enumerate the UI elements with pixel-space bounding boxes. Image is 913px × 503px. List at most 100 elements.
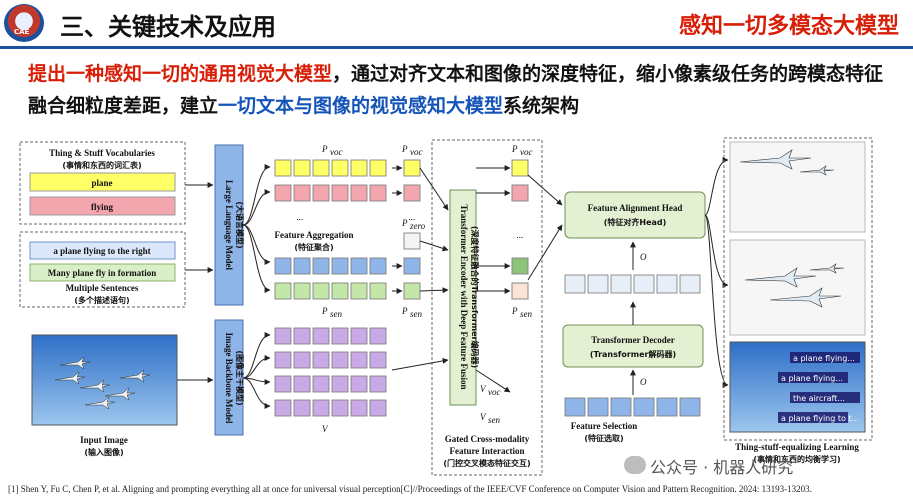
- selected-token: [679, 397, 701, 417]
- sen-token-blue: [312, 257, 330, 275]
- query-tokens: [564, 274, 701, 294]
- v-label-1: V: [322, 424, 329, 434]
- pvoc-label-2: P: [401, 144, 408, 154]
- watermark: 公众号 · 机器人研究: [650, 458, 794, 477]
- voc-token-pink: [312, 184, 330, 202]
- header-divider: [0, 46, 913, 49]
- intro-text: 提出一种感知一切的通用视觉大模型，通过对齐文本和图像的深度特征，缩小像素级任务的…: [28, 58, 898, 122]
- output-caption: Thing-stuff-equalizing Learning: [735, 442, 859, 452]
- voc-token-yellow: [274, 159, 292, 177]
- output-plane-1-icon: [739, 149, 835, 176]
- query-token: [610, 274, 632, 294]
- voc-token-pink: [331, 184, 349, 202]
- voc-token-yellow: [312, 159, 330, 177]
- sentence-1-box: [29, 241, 176, 260]
- visual-token: [274, 375, 292, 393]
- voc-token-pink: [350, 184, 368, 202]
- input-image-label: Input Image: [80, 435, 128, 445]
- visual-token: [312, 351, 330, 369]
- pvoc-sub-2: voc: [410, 147, 423, 157]
- query-token: [679, 274, 701, 294]
- llm-box: [214, 144, 244, 306]
- visual-token: [331, 327, 349, 345]
- sentences-title-cn: (多个描述语句): [74, 295, 129, 305]
- detection-tag: a plane flying...: [781, 374, 843, 383]
- llm-label-cn: (大语言模型): [235, 201, 245, 248]
- enc-out-green: [511, 257, 529, 275]
- section-title: 三、关键技术及应用: [60, 13, 276, 41]
- selected-token: [587, 397, 609, 417]
- alignment-head-box: [564, 191, 706, 239]
- feature-aggregation-label-cn: (特征聚合): [294, 242, 333, 252]
- voc-token-yellow: [293, 159, 311, 177]
- visual-token: [369, 399, 387, 417]
- decoder-label-cn: (Transformer解码器): [590, 349, 676, 359]
- query-token: [564, 274, 586, 294]
- detection-tag: a plane flying to t...: [781, 414, 859, 423]
- gated-title-cn: (门控交叉模态特征交互): [443, 458, 530, 468]
- vocab-plane-label: plane: [91, 178, 112, 188]
- sen-token-blue: [350, 257, 368, 275]
- detection-tag: the aircraft...: [793, 394, 845, 403]
- vvoc-label: V: [480, 384, 487, 394]
- ellipsis-mid: ...: [297, 212, 304, 222]
- psen-pooled-blue: [403, 257, 421, 275]
- visual-token: [350, 351, 368, 369]
- sentences-title: Multiple Sentences: [66, 283, 139, 293]
- pvoc-label-3: P: [511, 144, 518, 154]
- sentence-2-box: [29, 263, 176, 282]
- o-label-1: O: [640, 377, 647, 387]
- decoder-label: Transformer Decoder: [591, 335, 674, 345]
- voc-token-yellow: [369, 159, 387, 177]
- encoder-box: [449, 189, 477, 406]
- output-mask-1: [729, 141, 866, 233]
- gated-title-2: Feature Interaction: [449, 446, 524, 456]
- reference-footnote: [1] Shen Y, Fu C, Chen P, et al. Alignin…: [8, 484, 812, 494]
- psen-label-2: P: [401, 306, 408, 316]
- visual-token: [274, 351, 292, 369]
- alignment-head-label: Feature Alignment Head: [588, 203, 683, 213]
- feature-token-grid: [274, 159, 387, 417]
- topic-title: 感知一切多模态大模型: [678, 14, 899, 39]
- psen-label-3: P: [511, 306, 518, 316]
- visual-token: [274, 399, 292, 417]
- visual-token: [331, 399, 349, 417]
- vsen-label: V: [480, 412, 487, 422]
- pvoc-label-1: P: [321, 144, 328, 154]
- visual-token: [293, 375, 311, 393]
- feature-selection-label-cn: (特征选取): [584, 433, 623, 443]
- visual-token: [331, 351, 349, 369]
- visual-token: [350, 375, 368, 393]
- intro-red: 提出一种感知一切的通用视觉大模型: [28, 63, 333, 85]
- cae-logo: CAE: [4, 4, 44, 42]
- visual-token: [369, 351, 387, 369]
- architecture-diagram: Thing & Stuff Vocabularies (事情和东西的词汇表) p…: [19, 137, 873, 476]
- sen-token-green: [369, 282, 387, 300]
- sen-token-blue: [293, 257, 311, 275]
- output-plane-2-icon: [744, 263, 845, 308]
- header-bar: CAE 三、关键技术及应用 感知一切多模态大模型: [0, 0, 913, 46]
- enc-out-yellow: [511, 159, 529, 177]
- vvoc-sub: voc: [488, 387, 501, 397]
- ellipsis-pooled: ...: [409, 212, 416, 222]
- enc-out-pink: [511, 184, 529, 202]
- query-token: [633, 274, 655, 294]
- voc-token-pink: [293, 184, 311, 202]
- visual-token: [350, 327, 368, 345]
- pzero-box: [403, 232, 421, 250]
- enc-out-peach: [511, 282, 529, 300]
- input-image-label-cn: (输入图像): [84, 447, 123, 457]
- visual-token: [369, 327, 387, 345]
- selected-token: [610, 397, 632, 417]
- visual-token: [350, 399, 368, 417]
- backbone-label: Image Backbone Model: [224, 333, 234, 424]
- query-token: [656, 274, 678, 294]
- encoder-label-cn: (深度特征融合的Transformer编码器): [470, 226, 480, 368]
- visual-token: [293, 351, 311, 369]
- pvoc-pooled-pink: [403, 184, 421, 202]
- detection-tag-bg: [778, 412, 848, 423]
- vocab-group: [19, 141, 186, 225]
- psen-sub-3: sen: [520, 309, 532, 319]
- visual-tokens-selected: [564, 397, 701, 417]
- voc-token-yellow: [350, 159, 368, 177]
